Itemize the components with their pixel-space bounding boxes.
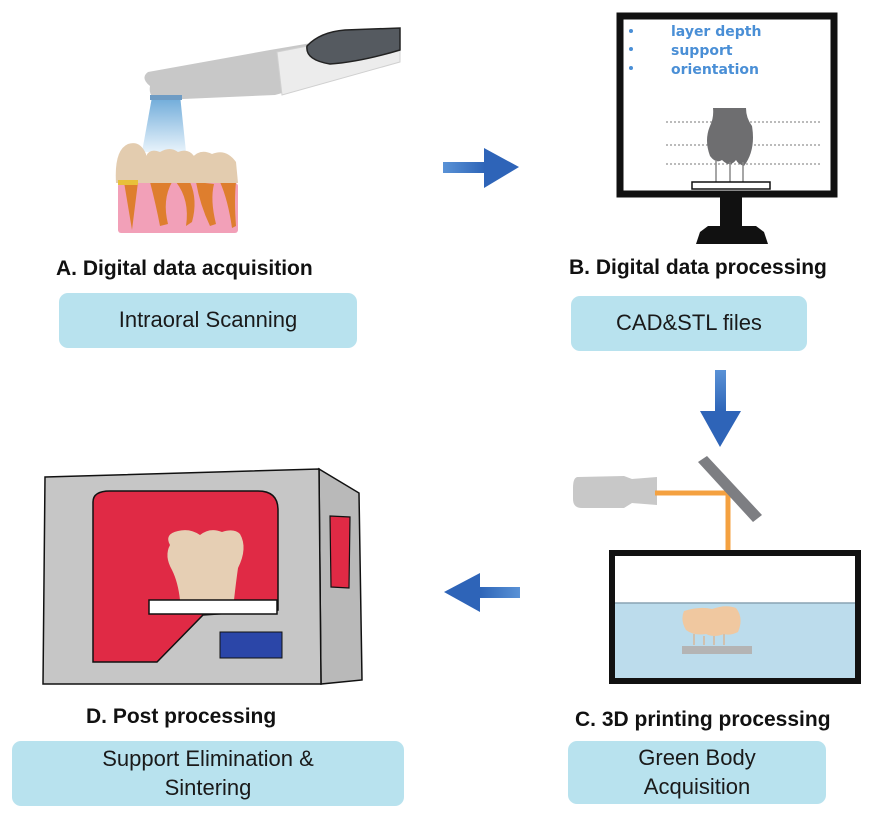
step-d-label: Support Elimination & Sintering xyxy=(12,741,404,806)
arrow-down-icon xyxy=(700,370,741,447)
step-c-title: C. 3D printing processing xyxy=(575,708,831,731)
teeth-model-icon xyxy=(115,143,238,233)
step-b-label: CAD&STL files xyxy=(571,296,807,351)
intraoral-scanner-icon xyxy=(142,27,401,152)
step-b-label-text: CAD&STL files xyxy=(616,310,762,336)
screen-item-layer-depth: layer depth xyxy=(671,24,761,40)
screen-item-support: support xyxy=(671,43,733,59)
computer-monitor-icon: layer depth support orientation xyxy=(616,12,838,244)
step-d-label-line-2: Sintering xyxy=(164,774,252,800)
laser-printer-vat-icon xyxy=(573,456,861,684)
step-b-title: B. Digital data processing xyxy=(569,256,827,279)
step-a-label: Intraoral Scanning xyxy=(59,293,357,348)
arrow-right-icon xyxy=(443,148,519,188)
step-c-label: Green Body Acquisition xyxy=(568,741,826,804)
screen-item-orientation: orientation xyxy=(671,62,759,78)
step-d-title: D. Post processing xyxy=(86,705,277,728)
step-c-label-line-2: Acquisition xyxy=(643,773,751,799)
arrow-left-icon xyxy=(444,573,520,612)
sintering-furnace-icon xyxy=(42,467,363,685)
step-c-label-line-1: Green Body xyxy=(638,744,756,770)
step-d-label-line-1: Support Elimination & xyxy=(102,745,314,771)
step-a-title: A. Digital data acquisition xyxy=(56,257,313,280)
step-a-label-text: Intraoral Scanning xyxy=(118,307,298,333)
